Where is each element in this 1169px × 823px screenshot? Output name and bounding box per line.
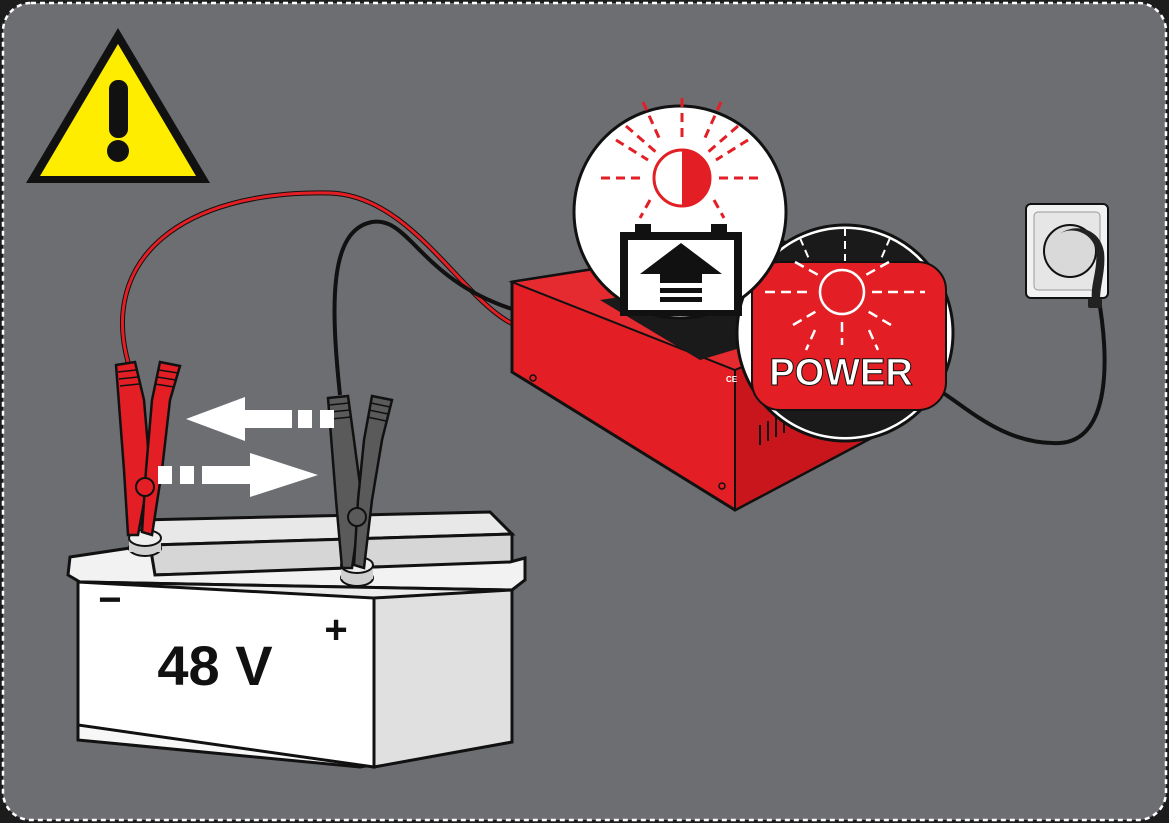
warning-triangle-icon bbox=[26, 28, 210, 183]
red-clamp bbox=[114, 360, 182, 537]
battery-voltage: 48 V bbox=[157, 634, 272, 697]
battery-charging-icon bbox=[620, 224, 742, 316]
power-indicator-callout: POWER bbox=[735, 223, 955, 443]
wall-socket-icon bbox=[1025, 203, 1109, 308]
ce-mark: CE bbox=[726, 375, 738, 384]
blinking-status-light-icon bbox=[601, 98, 762, 219]
right-arrow-icon bbox=[158, 453, 318, 497]
left-arrow-icon bbox=[186, 397, 334, 441]
mains-cable bbox=[929, 294, 1107, 446]
minus-sign: − bbox=[98, 578, 121, 622]
power-indicator-icon bbox=[765, 260, 925, 351]
plus-sign: + bbox=[324, 608, 347, 652]
power-panel bbox=[751, 261, 947, 411]
black-cable bbox=[332, 219, 516, 396]
power-label: POWER bbox=[769, 352, 913, 394]
charging-indicator-callout bbox=[572, 98, 788, 320]
black-clamp bbox=[326, 394, 394, 570]
battery: 48 V − + bbox=[66, 510, 527, 769]
